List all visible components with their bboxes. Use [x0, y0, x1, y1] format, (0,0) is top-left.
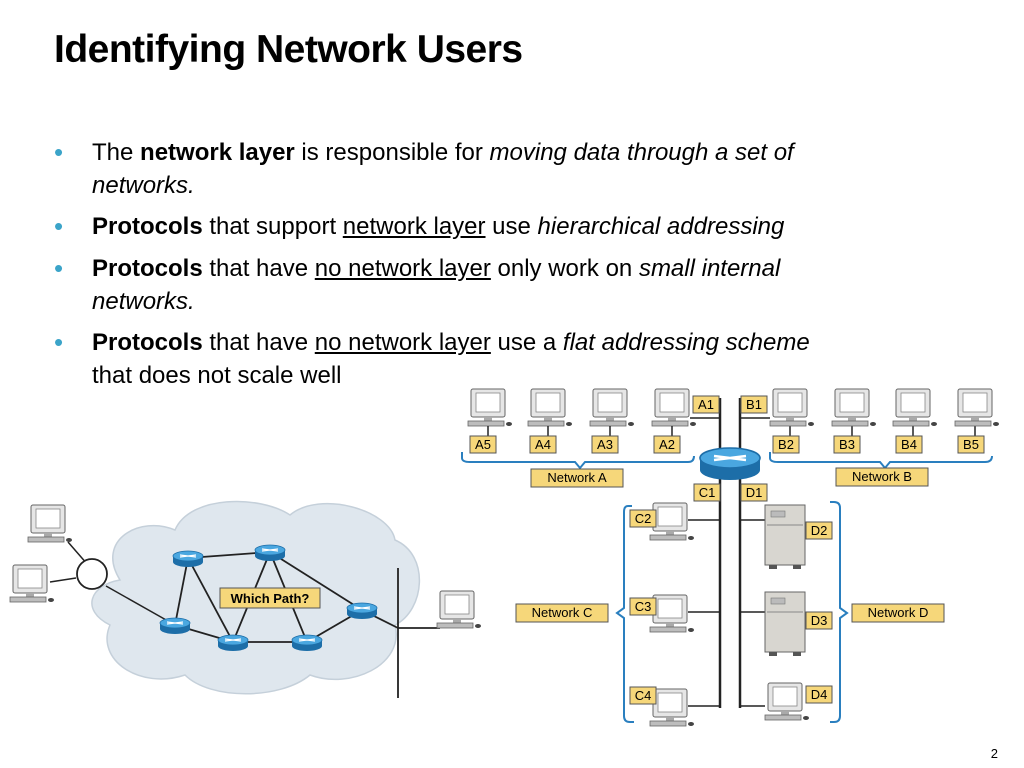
router-icon — [291, 634, 323, 652]
computer-icon — [764, 682, 810, 721]
host-label: D2 — [811, 523, 828, 538]
bracket — [615, 505, 634, 723]
router-icon — [254, 544, 286, 562]
computer-icon — [769, 388, 815, 427]
interface-label: C1 — [699, 485, 716, 500]
host-label: C3 — [635, 599, 652, 614]
text-underlined: no network layer — [314, 329, 491, 356]
text-italic: hierarchical addressing — [537, 213, 785, 240]
network-d-label: Network D — [868, 605, 929, 620]
text: is responsible for — [294, 139, 490, 166]
host-label: B4 — [901, 437, 917, 452]
computer-icon — [649, 688, 695, 727]
computer-icon — [954, 388, 1000, 427]
text: only work on — [490, 255, 639, 282]
slide-title: Identifying Network Users — [54, 28, 523, 71]
host-label: A4 — [535, 437, 551, 452]
router-icon — [159, 617, 191, 635]
computer-icon — [467, 388, 513, 427]
text-italic: small internal — [638, 255, 781, 282]
host-label: B1 — [746, 397, 762, 412]
network-c-label: Network C — [532, 605, 593, 620]
router-icon — [698, 446, 762, 482]
router-icon — [217, 634, 249, 652]
router-icon — [346, 602, 378, 620]
text-underlined: network layer — [342, 213, 486, 240]
text: use a — [490, 329, 563, 356]
text-bold: network layer — [140, 139, 295, 166]
text-italic: networks. — [92, 172, 195, 199]
computer-icon — [649, 502, 695, 541]
bullet-3: • Protocols that have no network layer o… — [54, 252, 972, 318]
network-b-label: Network B — [852, 469, 912, 484]
host-label: A3 — [597, 437, 613, 452]
computer-icon — [892, 388, 938, 427]
host-label: B3 — [839, 437, 855, 452]
computer-icon — [436, 590, 482, 629]
computer-icon — [527, 388, 573, 427]
network-a-label: Network A — [547, 470, 607, 485]
host-label: D3 — [811, 613, 828, 628]
text-bold: Protocols — [92, 255, 203, 282]
computer-icon — [9, 564, 55, 603]
router-icon — [172, 550, 204, 568]
bullet-dot: • — [54, 327, 64, 357]
bullet-1: • The network layer is responsible for m… — [54, 136, 972, 202]
host-label: B2 — [778, 437, 794, 452]
computer-icon — [589, 388, 635, 427]
bullet-4: • Protocols that have no network layer u… — [54, 326, 972, 392]
host-label: C2 — [635, 511, 652, 526]
host-label: A2 — [659, 437, 675, 452]
bracket — [461, 452, 695, 470]
text: The — [92, 139, 141, 166]
right-network-diagram: A5 A4 A3 A2 A1 B1 B2 B3 B4 B5 N — [461, 388, 1000, 727]
text: that support — [202, 213, 343, 240]
bullet-dot: • — [54, 211, 64, 241]
host-label: A1 — [698, 397, 714, 412]
computer-icon — [651, 388, 697, 427]
text: that have — [202, 255, 315, 282]
text: that does not scale well — [92, 362, 342, 389]
text-bold: Protocols — [92, 213, 203, 240]
text-italic: flat addressing scheme — [562, 329, 810, 356]
text-underlined: no network layer — [314, 255, 491, 282]
bullet-dot: • — [54, 253, 64, 283]
bracket — [830, 501, 849, 723]
host-label: D4 — [811, 687, 828, 702]
left-network-diagram: Which Path? — [9, 500, 482, 698]
hub-icon — [76, 558, 108, 590]
text-italic: moving data through a set of — [489, 139, 794, 166]
computer-icon — [27, 504, 73, 543]
page-number: 2 — [990, 746, 998, 761]
which-path-label: Which Path? — [231, 591, 310, 606]
bullet-dot: • — [54, 137, 64, 167]
host-label: A5 — [475, 437, 491, 452]
interface-label: D1 — [746, 485, 763, 500]
text-italic: networks. — [92, 288, 195, 315]
host-label: C4 — [635, 688, 652, 703]
text: that have — [202, 329, 315, 356]
bracket — [769, 452, 993, 470]
text-bold: Protocols — [92, 329, 203, 356]
server-icon — [764, 504, 806, 570]
computer-icon — [831, 388, 877, 427]
host-label: B5 — [963, 437, 979, 452]
server-icon — [764, 591, 806, 657]
computer-icon — [649, 594, 695, 633]
bullet-2: • Protocols that support network layer u… — [54, 210, 972, 243]
text: use — [485, 213, 538, 240]
